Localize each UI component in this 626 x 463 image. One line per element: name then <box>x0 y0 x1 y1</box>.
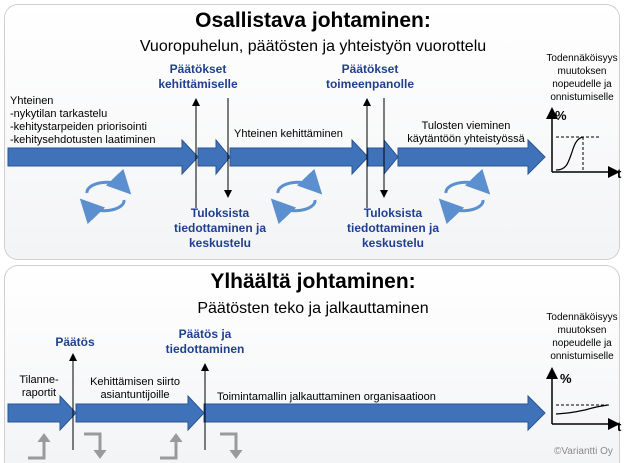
graph-x-label: t <box>617 166 622 181</box>
arrow-text-line: Tulosten vieminen <box>421 120 511 132</box>
process-arrow <box>7 138 199 176</box>
process-arrows-top <box>7 138 546 176</box>
top-title: Osallistava johtaminen: <box>195 9 431 32</box>
decision-label-bottom-1: Päätös <box>55 335 95 349</box>
probability-curve <box>555 404 609 415</box>
probability-curve <box>555 136 584 171</box>
start-label-line: -kehitystarpeiden priorisointi <box>10 121 147 133</box>
probability-graph-top <box>546 107 620 178</box>
decision-label-line: toimeenpanolle <box>325 77 414 91</box>
probability-label-line: muutoksen <box>557 325 607 336</box>
info-label-1: Tuloksista tiedottaminen ja keskustelu <box>165 206 275 251</box>
probability-label-line: Todennäköisyys <box>546 53 618 64</box>
process-arrow <box>203 394 546 432</box>
info-label-line: keskustelu <box>188 236 252 250</box>
arrow-text-line: käytäntöön yhteistyössä <box>407 133 525 145</box>
graph-y-label: % <box>555 108 567 123</box>
decision-label-implementation: Päätökset toimeenpanolle <box>315 62 425 92</box>
arrow-text-rollout: Toimintamallin jalkauttaminen organisaat… <box>217 391 436 403</box>
panel-participative <box>4 4 620 260</box>
down-arrow-icon <box>84 432 107 459</box>
decision-label-bottom-2: Päätös ja tiedottaminen <box>155 327 255 357</box>
probability-graph-bottom <box>546 367 620 430</box>
process-arrow <box>197 138 231 176</box>
status-reports-line: raportit <box>21 387 57 399</box>
process-arrow <box>397 138 546 176</box>
transfer-label-line: asiantuntijoille <box>100 389 170 401</box>
process-arrow <box>75 394 205 432</box>
arrow-text-joint-development: Yhteinen kehittäminen <box>234 128 343 140</box>
info-label-line: tiedottaminen ja <box>346 221 439 235</box>
decision-label-line: Päätös ja <box>178 327 232 341</box>
decision-label-line: tiedottaminen <box>165 342 245 356</box>
graph-x-label: t <box>617 419 622 434</box>
info-label-line: tiedottaminen ja <box>173 221 266 235</box>
process-arrow <box>229 138 369 176</box>
probability-label-top: Todennäköisyys muutoksen nopeudelle ja o… <box>540 52 624 104</box>
probability-label-line: Todennäköisyys <box>546 312 618 323</box>
process-arrow <box>7 394 77 432</box>
probability-label-line: nopeudelle ja <box>552 338 612 349</box>
status-reports-label: Tilanne- raportit <box>14 374 64 400</box>
cycle-icon <box>438 168 491 225</box>
probability-label-bottom: Todennäköisyys muutoksen nopeudelle ja o… <box>540 311 624 363</box>
info-label-line: Tuloksista <box>363 206 423 220</box>
start-label-line: Yhteinen <box>10 95 54 107</box>
arrow-text-results: Tulosten vieminen käytäntöön yhteistyöss… <box>398 120 534 146</box>
probability-label-line: onnistumiselle <box>550 351 614 362</box>
start-label-line: -kehitysehdotusten laatiminen <box>10 134 156 146</box>
bottom-title: Ylhäältä johtaminen: <box>210 270 416 293</box>
decision-label-development: Päätökset kehittämiselle <box>148 62 248 92</box>
start-label-line: -nykytilan tarkastelu <box>10 108 108 120</box>
info-label-line: Tuloksista <box>190 206 250 220</box>
transfer-label-line: Kehittämisen siirto <box>90 376 180 388</box>
status-reports-line: Tilanne- <box>19 374 59 386</box>
decision-label-line: Päätökset <box>341 62 399 76</box>
decision-label-line: Päätökset <box>169 62 227 76</box>
up-arrow-icon <box>28 433 51 460</box>
start-label: Yhteinen -nykytilan tarkastelu -kehityst… <box>10 95 156 147</box>
cycle-icon <box>270 168 323 225</box>
up-arrow-icon <box>160 433 183 460</box>
down-arrow-icon <box>220 432 243 459</box>
transfer-label: Kehittämisen siirto asiantuntijoille <box>80 376 190 402</box>
panel-top-down <box>4 265 620 463</box>
bottom-subtitle: Päätösten teko ja jalkauttaminen <box>197 300 429 317</box>
top-subtitle: Vuoropuhelun, päätösten ja yhteistyön vu… <box>139 38 487 55</box>
probability-label-line: nopeudelle ja <box>552 79 612 90</box>
info-label-2: Tuloksista tiedottaminen ja keskustelu <box>338 206 448 251</box>
probability-label-line: muutoksen <box>557 66 607 77</box>
copyright: ©Variantti Oy <box>554 446 613 457</box>
cycle-icon <box>79 168 132 225</box>
process-arrows-bottom <box>7 394 546 432</box>
decision-label-line: kehittämiselle <box>158 77 238 91</box>
info-label-line: keskustelu <box>361 236 425 250</box>
graph-y-label: % <box>560 371 572 386</box>
process-arrow <box>367 138 399 176</box>
probability-label-line: onnistumiselle <box>550 92 614 103</box>
